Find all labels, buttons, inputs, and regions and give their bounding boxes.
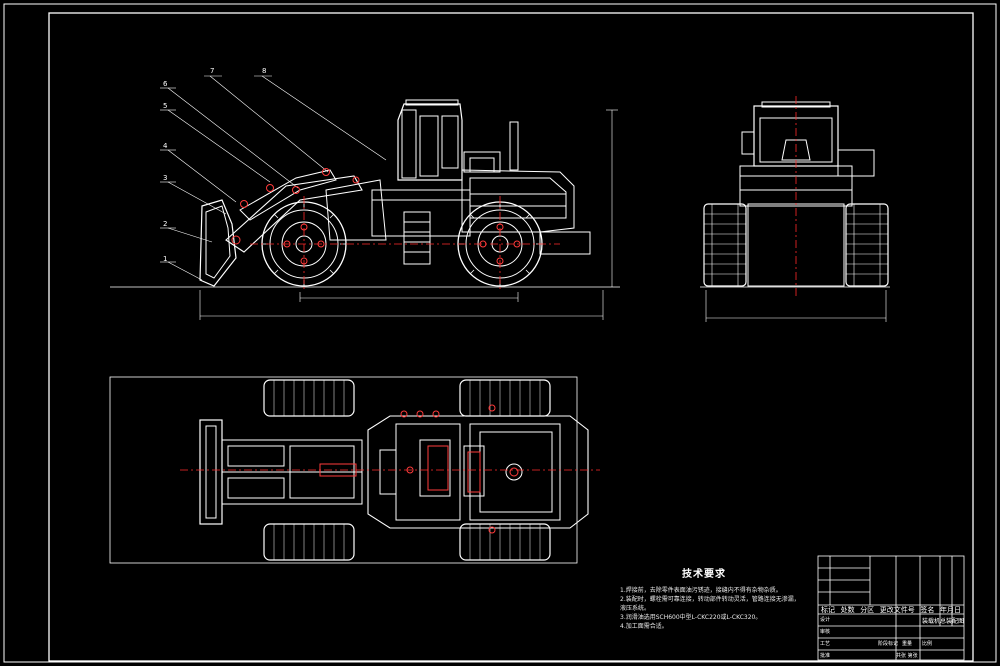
side-view-centerlines xyxy=(250,196,560,292)
technical-requirements: 技术要求 1.焊接前，去除零件表面油污锈迹，接缝内不得有杂物杂质。 2.装配时，… xyxy=(620,565,820,631)
tech-requirement-line: 1.焊接前，去除零件表面油污锈迹，接缝内不得有杂物杂质。 xyxy=(620,587,782,594)
tb-role-process: 工艺 xyxy=(820,641,831,647)
tb-bottom-label: 阶段标记 xyxy=(878,641,899,647)
title-block: 标记 处数 分区 更改文件号 签名 年月日 设计 审核 工艺 批准 装载机总装配… xyxy=(818,556,964,660)
tech-requirements-title: 技术要求 xyxy=(682,569,726,580)
outer-border xyxy=(3,3,997,663)
tb-bottom-label: 重量 xyxy=(902,641,913,647)
drawing-frame xyxy=(48,12,974,662)
top-view xyxy=(109,376,589,564)
side-view xyxy=(110,75,620,320)
tech-requirement-line: 4.加工面需合适。 xyxy=(620,623,668,630)
tb-sheet: 共张 第张 xyxy=(896,653,918,659)
tech-requirement-line: 2.装配时，螺栓需可靠连接，转动部件转动灵活，管路连接无渗漏， xyxy=(620,596,800,603)
title-block-header-row: 标记 处数 分区 更改文件号 签名 年月日 xyxy=(818,605,964,614)
tb-drawing-name: 装载机总装配图 xyxy=(922,618,965,625)
tb-bottom-label: 比例 xyxy=(922,641,933,647)
tb-header-cell: 年月日 xyxy=(939,605,961,614)
tb-role-review: 审核 xyxy=(820,629,831,635)
tech-requirement-line: 3.润滑油选用SCH600中型L-CKC220或L-CKC320。 xyxy=(620,614,762,621)
front-view xyxy=(700,101,890,322)
tb-role-approve: 批准 xyxy=(820,653,831,659)
tb-header-cell: 处数 xyxy=(840,605,855,614)
tech-requirement-line: 液压系统。 xyxy=(620,605,651,612)
tb-header-cell: 标记 xyxy=(821,605,835,614)
title-block-frame xyxy=(817,555,965,661)
top-view-red-details xyxy=(319,404,519,534)
tb-header-cell: 更改文件号 xyxy=(879,605,915,614)
tb-header-cell: 分区 xyxy=(860,605,875,614)
tb-header-cell: 签名 xyxy=(920,605,935,614)
side-view-pins xyxy=(231,168,521,265)
tb-role-design: 设计 xyxy=(820,617,831,623)
